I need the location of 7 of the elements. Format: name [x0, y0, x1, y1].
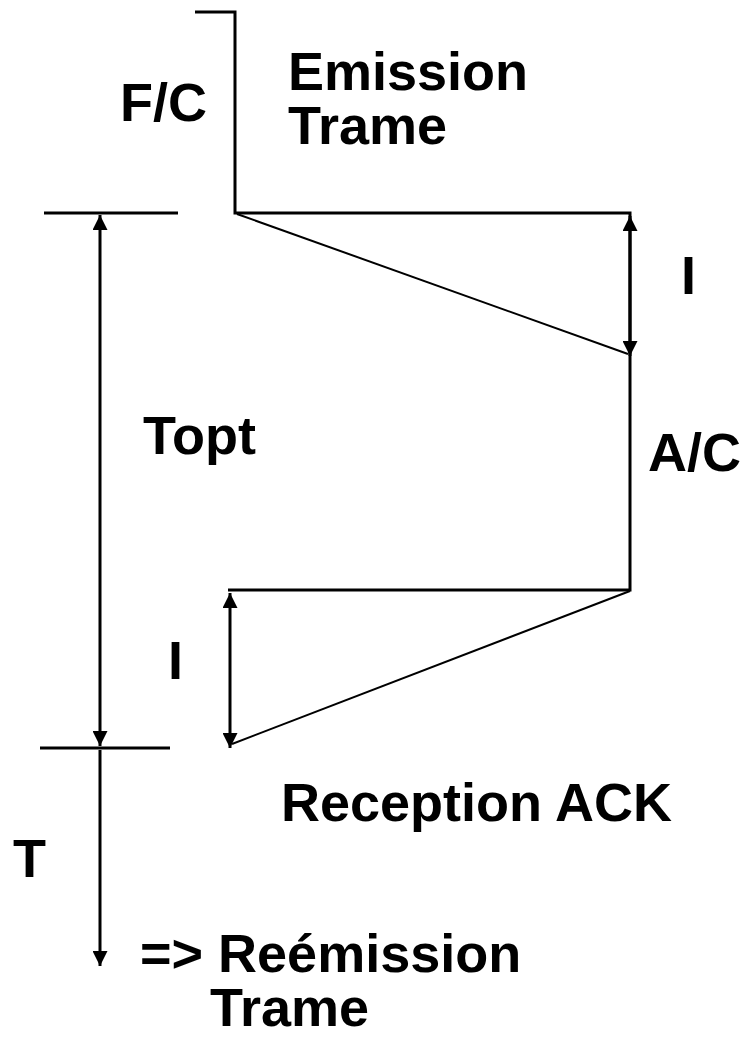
diagram-label: F/C	[120, 75, 207, 129]
diagram-label: I	[681, 248, 696, 302]
diagram-label: A/C	[648, 425, 741, 479]
diagram-label: T	[13, 831, 46, 885]
diagram-label: => Reémission Trame	[140, 926, 523, 1034]
diagram-label: Emission Trame	[288, 44, 530, 152]
diagram-label: I	[168, 633, 183, 687]
